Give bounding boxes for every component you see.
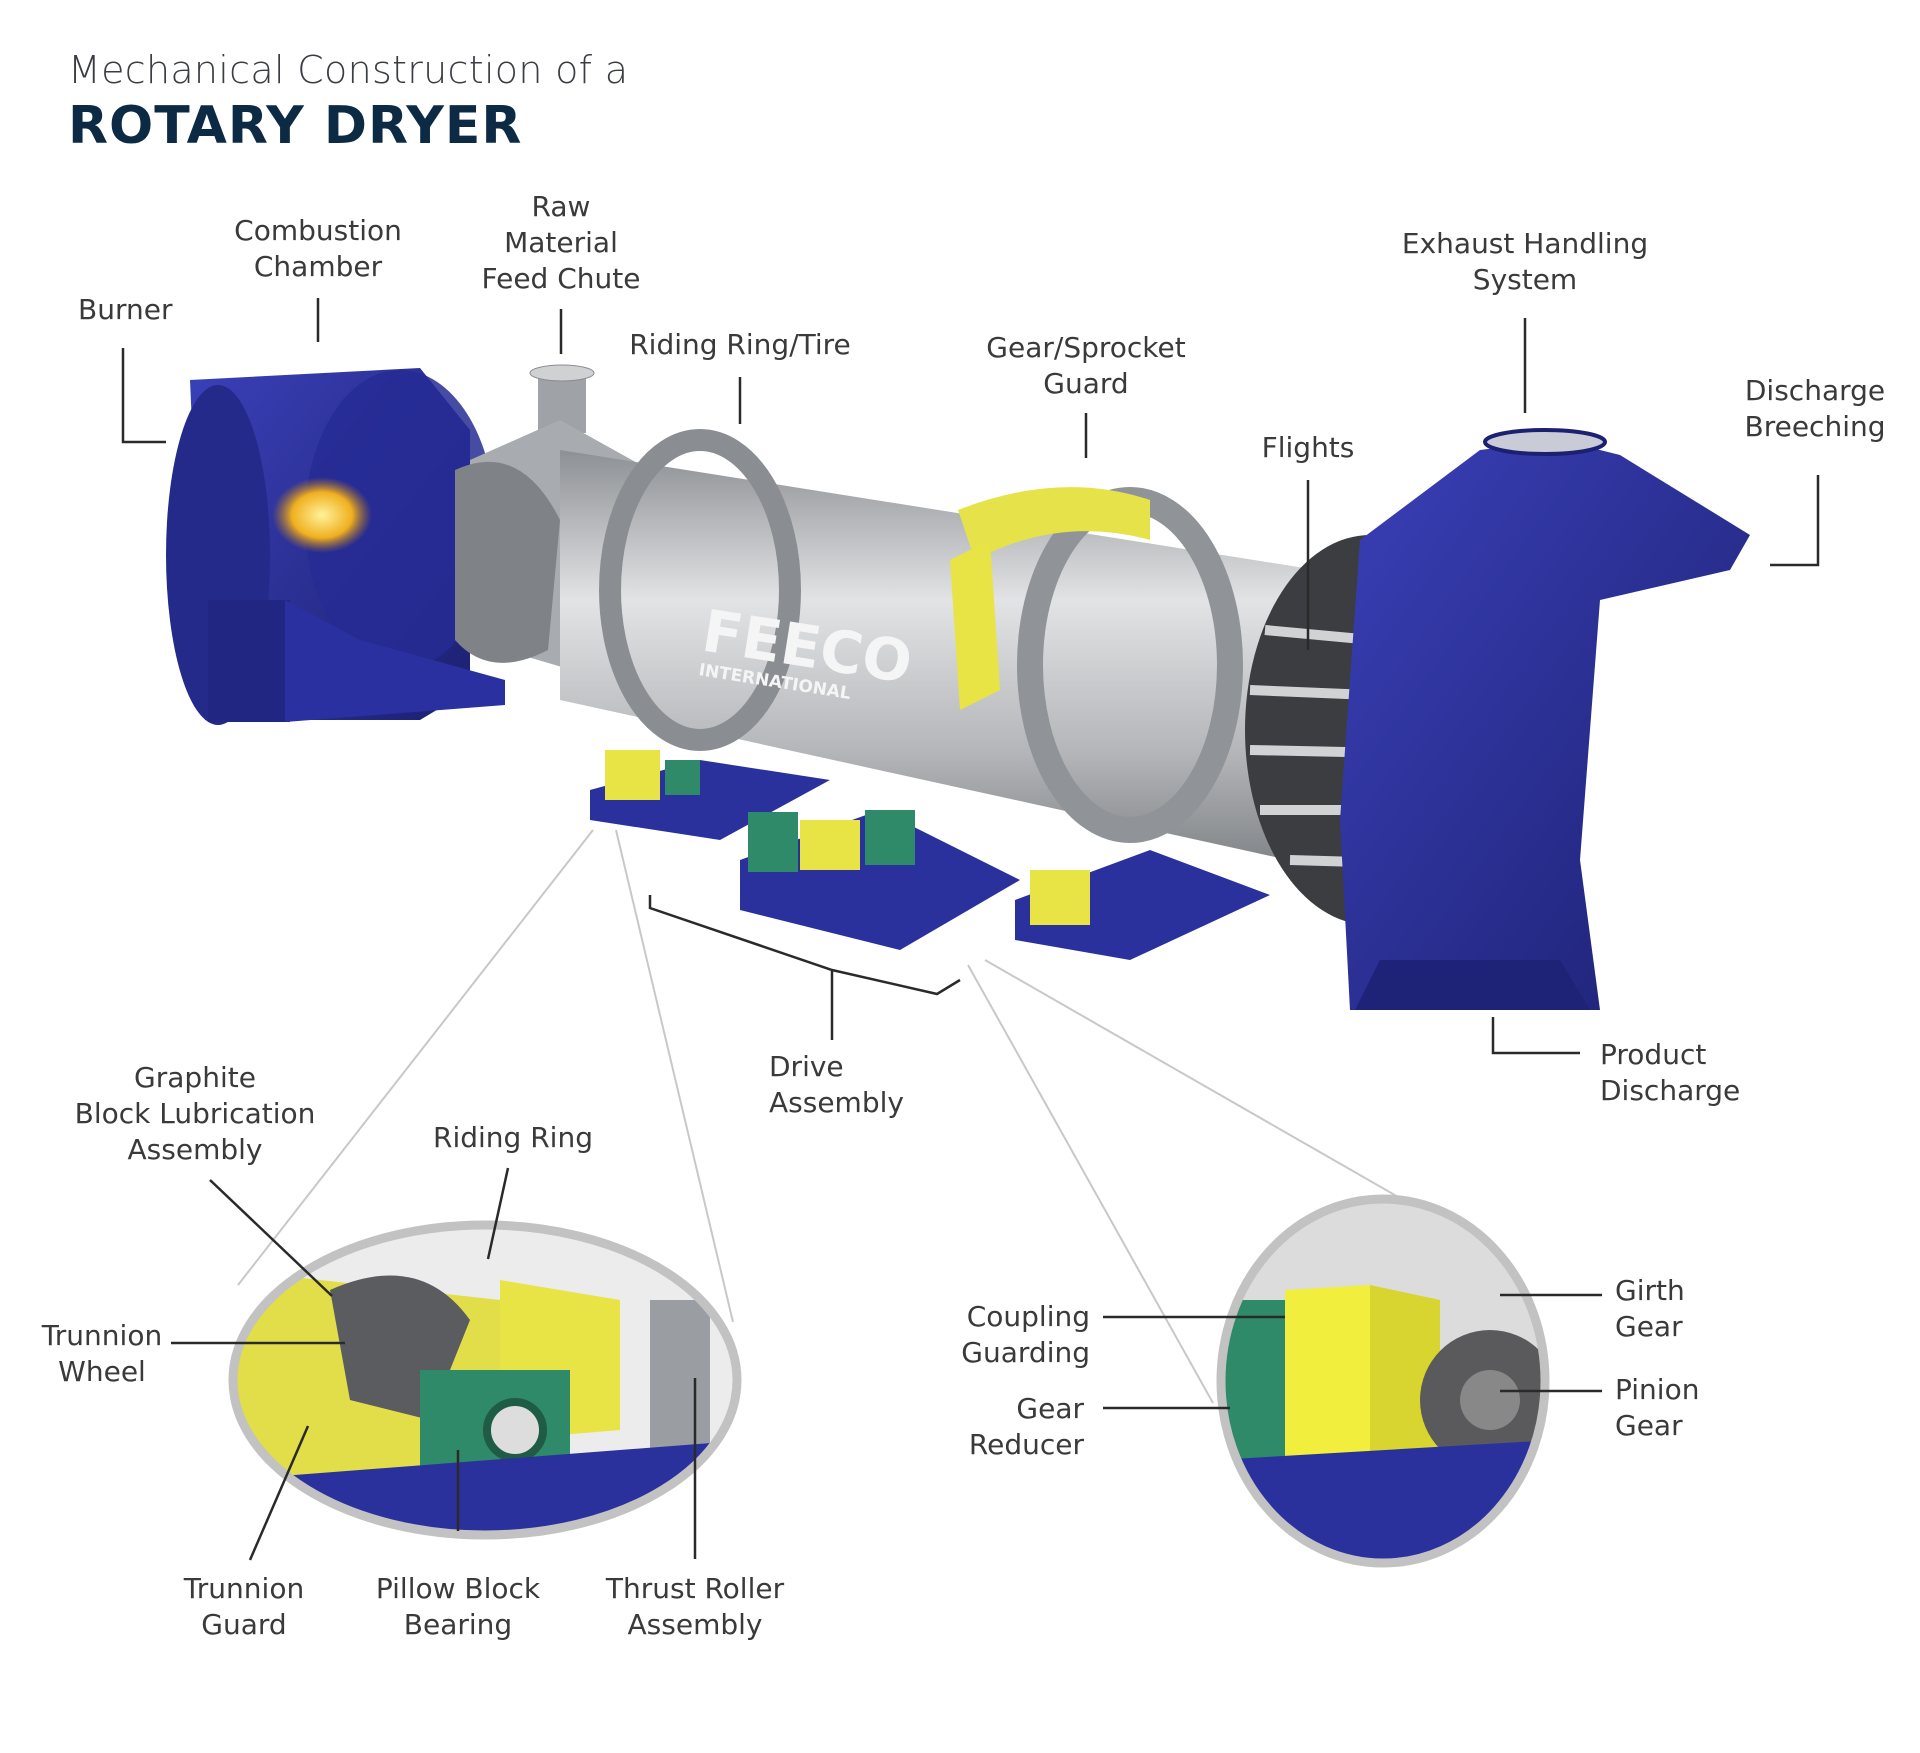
discharge-hood (1340, 428, 1750, 1010)
label-burner: Burner (78, 293, 173, 326)
zoom-circle-drive (1216, 1194, 1550, 1568)
leader-lines (121, 298, 1820, 1561)
label-flights: Flights (1261, 431, 1355, 464)
zoom-circle-support (228, 1220, 742, 1540)
title-line-2: ROTARY DRYER (68, 96, 523, 156)
title-line-1: Mechanical Construction of a (68, 48, 629, 92)
burner-housing (166, 368, 505, 725)
label-riding-ring-tire: Riding Ring/Tire (629, 328, 851, 361)
drive-bases (590, 750, 1270, 960)
label-riding-ring: Riding Ring (433, 1121, 593, 1154)
